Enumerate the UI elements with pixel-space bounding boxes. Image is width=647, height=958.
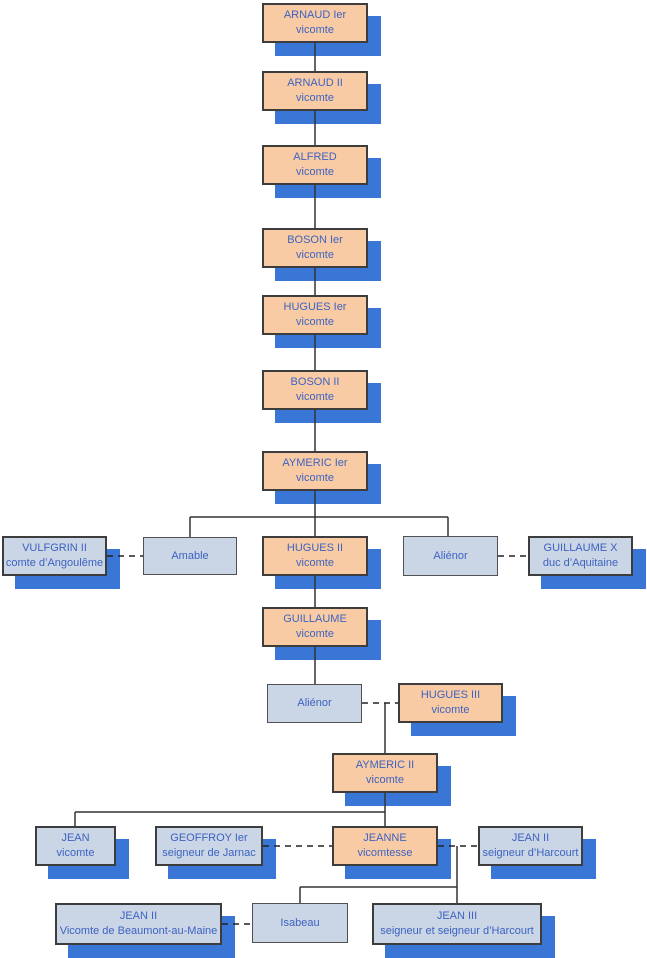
person-name: Aliénor (433, 549, 468, 562)
person-title: vicomte (296, 92, 334, 104)
node-jean[interactable]: JEAN vicomte (35, 826, 116, 866)
person-title: vicomtesse (357, 847, 413, 859)
person-name: Isabeau (280, 916, 320, 929)
person-name: ALFRED (293, 151, 337, 163)
person-name: JEANNE (363, 832, 407, 844)
person-title: vicomte (366, 774, 404, 786)
node-jean-ii-harcourt[interactable]: JEAN II seigneur d’Harcourt (478, 826, 583, 866)
person-name: JEAN (61, 832, 90, 844)
node-hugues-ier[interactable]: HUGUES Ier vicomte (262, 295, 368, 335)
person-name: Amable (171, 549, 209, 562)
person-title: vicomte (296, 472, 334, 484)
person-title: vicomte (296, 391, 334, 403)
person-name: BOSON Ier (287, 234, 343, 246)
person-name: GEOFFROY Ier (170, 832, 248, 844)
person-name: ARNAUD II (287, 77, 343, 89)
node-arnaud-ier[interactable]: ARNAUD Ier vicomte (262, 3, 368, 43)
person-title: seigneur de Jarnac (162, 847, 256, 859)
node-guillaume[interactable]: GUILLAUME vicomte (262, 607, 368, 647)
person-name: HUGUES III (420, 689, 481, 701)
person-name: ARNAUD Ier (283, 9, 347, 21)
node-hugues-iii[interactable]: HUGUES III vicomte (398, 683, 503, 723)
node-alienor-1[interactable]: Aliénor (403, 536, 498, 576)
node-aymeric-ii[interactable]: AYMERIC II vicomte (332, 753, 438, 793)
person-title: vicomte (296, 24, 334, 36)
node-boson-ii[interactable]: BOSON II vicomte (262, 370, 368, 410)
person-title: vicomte (431, 704, 470, 716)
node-aymeric-ier[interactable]: AYMERIC Ier vicomte (262, 451, 368, 491)
person-name: HUGUES Ier (283, 301, 347, 313)
node-jean-ii-beaumont[interactable]: JEAN II Vicomte de Beaumont-au-Maine (55, 903, 222, 945)
person-title: duc d’Aquitaine (542, 557, 619, 569)
node-jean-iii[interactable]: JEAN III seigneur et seigneur d’Harcourt (372, 903, 542, 945)
person-title: seigneur d’Harcourt (482, 847, 579, 859)
node-guillaume-x[interactable]: GUILLAUME X duc d’Aquitaine (528, 536, 633, 576)
person-name: JEAN II (511, 832, 550, 844)
person-name: AYMERIC II (355, 759, 415, 771)
person-name: JEAN III (436, 910, 478, 922)
person-name: VULFGRIN II (22, 542, 87, 554)
person-title: vicomte (296, 249, 334, 261)
person-title: vicomte (296, 557, 334, 569)
node-boson-ier[interactable]: BOSON Ier vicomte (262, 228, 368, 268)
node-amable[interactable]: Amable (143, 537, 237, 575)
person-title: vicomte (296, 166, 334, 178)
person-name: BOSON II (290, 376, 340, 388)
node-jeanne[interactable]: JEANNE vicomtesse (332, 826, 438, 866)
person-name: GUILLAUME (283, 613, 347, 625)
person-title: vicomte (296, 316, 334, 328)
person-title: vicomte (56, 847, 95, 859)
node-geoffroy-ier[interactable]: GEOFFROY Ier seigneur de Jarnac (155, 826, 263, 866)
person-title: vicomte (296, 628, 334, 640)
person-name: HUGUES II (286, 542, 344, 554)
person-name: JEAN II (119, 910, 158, 922)
person-title: Vicomte de Beaumont-au-Maine (59, 925, 218, 937)
person-title: comte d’Angoulême (5, 557, 104, 569)
person-name: AYMERIC Ier (282, 457, 348, 469)
person-name: GUILLAUME X (543, 542, 618, 554)
node-vulfgrin-ii[interactable]: VULFGRIN II comte d’Angoulême (2, 536, 107, 576)
node-isabeau[interactable]: Isabeau (252, 903, 348, 943)
person-title: seigneur et seigneur d’Harcourt (380, 925, 534, 937)
node-hugues-ii[interactable]: HUGUES II vicomte (262, 536, 368, 576)
node-arnaud-ii[interactable]: ARNAUD II vicomte (262, 71, 368, 111)
node-alienor-2[interactable]: Aliénor (267, 684, 362, 723)
node-alfred[interactable]: ALFRED vicomte (262, 145, 368, 185)
person-name: Aliénor (297, 697, 332, 709)
